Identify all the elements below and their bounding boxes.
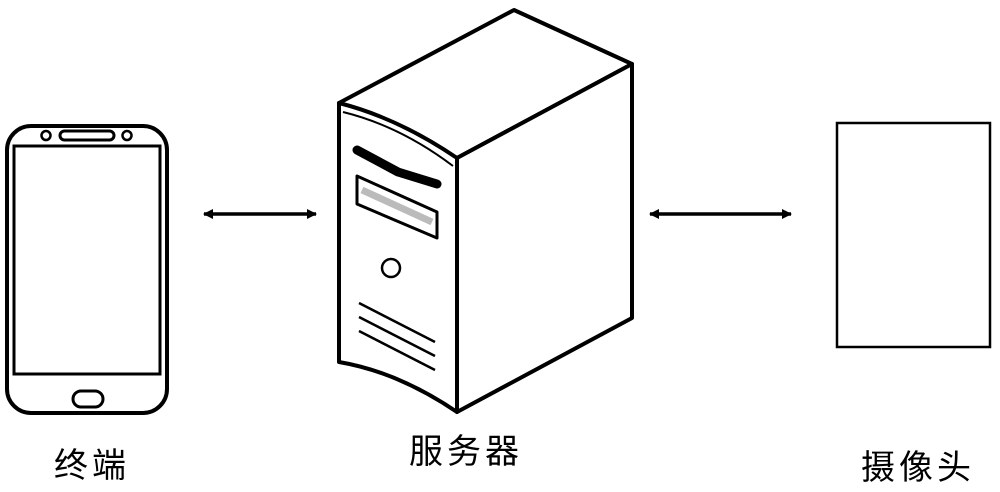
server-tower-icon — [337, 8, 634, 414]
camera-label: 摄像头 — [861, 448, 975, 488]
terminal-label: 终端 — [54, 446, 130, 486]
camera-box-icon — [835, 121, 992, 349]
smartphone-icon — [5, 124, 169, 415]
server-label: 服务器 — [409, 432, 523, 472]
